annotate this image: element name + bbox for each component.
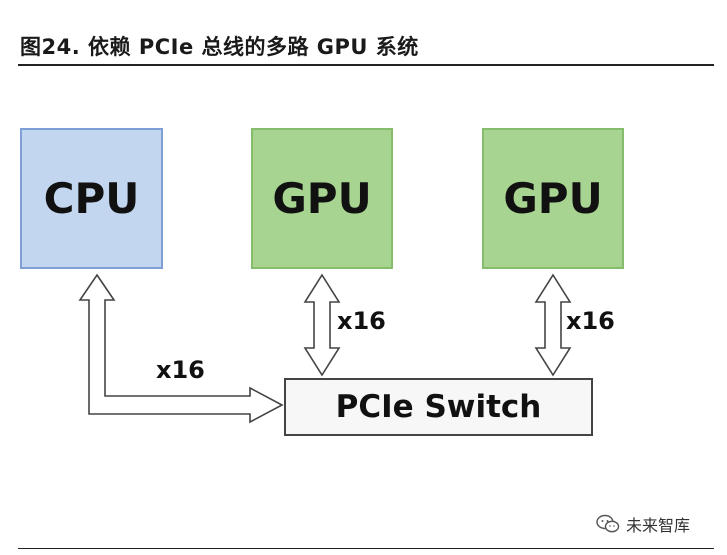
watermark-text: 未来智库 xyxy=(626,516,691,535)
bottom-rule xyxy=(18,548,714,549)
wechat-icon xyxy=(596,514,620,533)
gpu-box-1: GPU xyxy=(251,128,393,269)
gpu1-link-label: x16 xyxy=(337,307,386,335)
cpu-link-arrow xyxy=(78,273,284,424)
gpu2-link-label: x16 xyxy=(566,307,615,335)
pcie-switch-box: PCIe Switch xyxy=(284,378,593,436)
gpu2-link-arrow xyxy=(534,273,572,377)
cpu-box: CPU xyxy=(20,128,163,269)
gpu-box-2: GPU xyxy=(482,128,624,269)
watermark: 未来智库 xyxy=(596,512,690,536)
gpu1-link-arrow xyxy=(303,273,341,377)
cpu-link-label: x16 xyxy=(156,356,205,384)
top-rule xyxy=(18,64,714,66)
figure-title: 图24. 依赖 PCIe 总线的多路 GPU 系统 xyxy=(20,35,419,59)
